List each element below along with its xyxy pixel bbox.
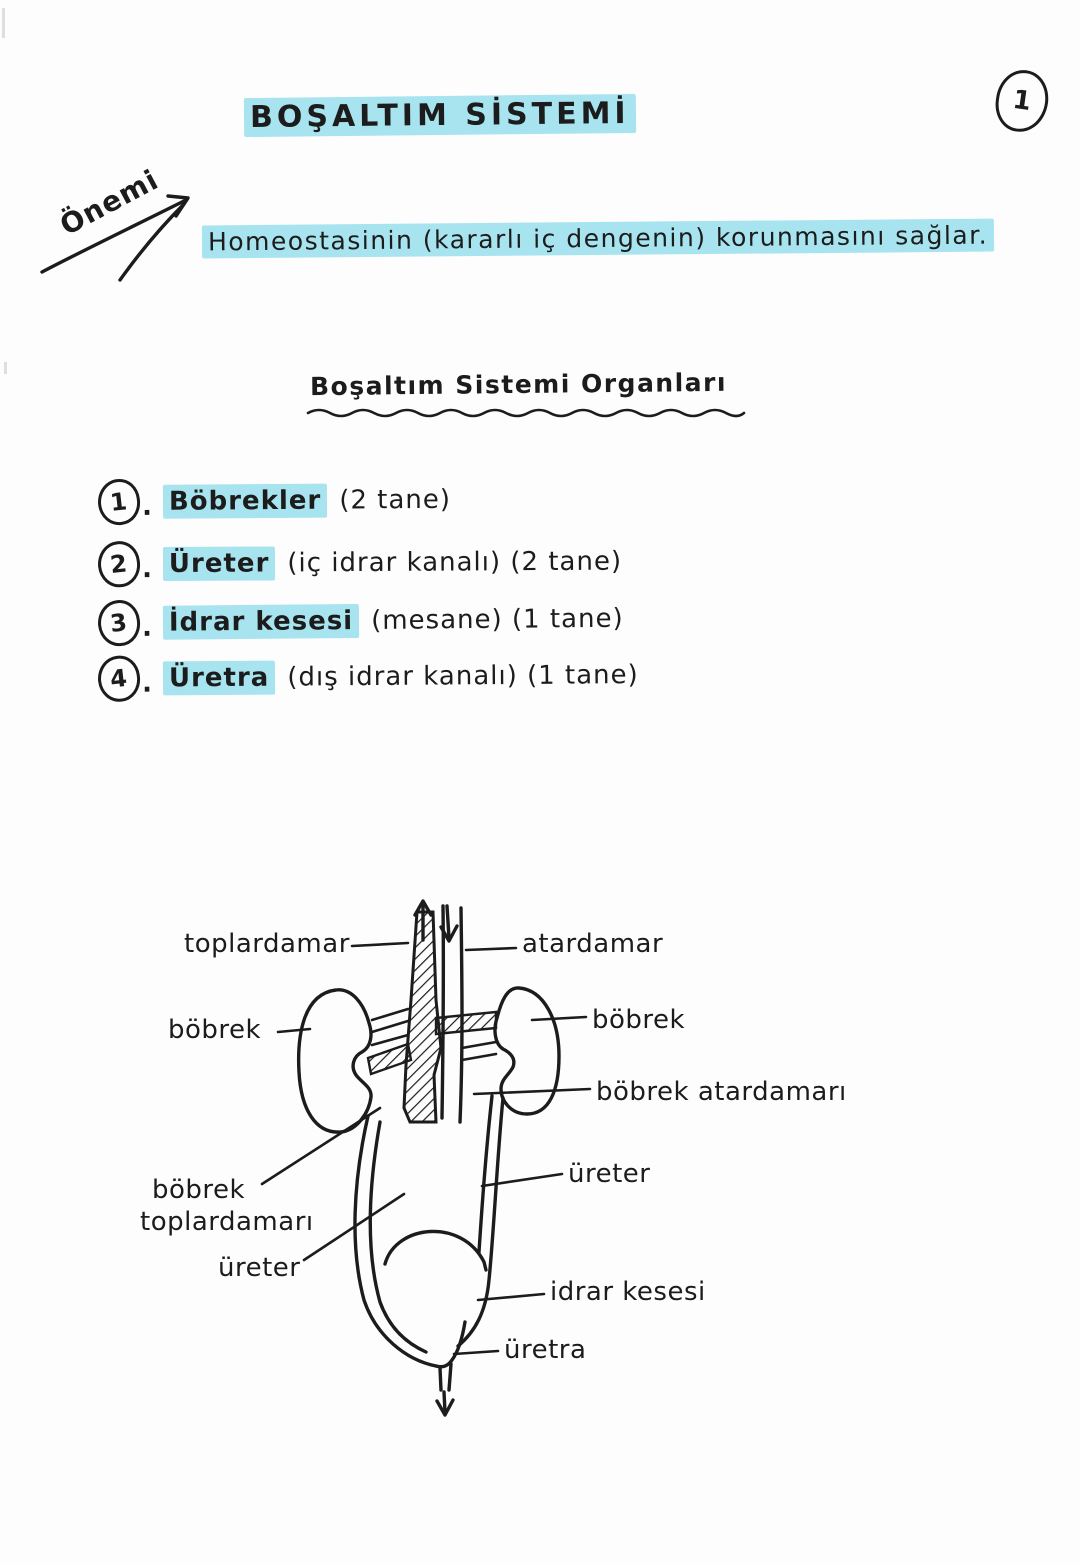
importance-sentence-text: Homeostasinin (kararlı iç dengenin) koru…: [201, 218, 995, 259]
item-dot: .: [141, 612, 154, 643]
item-number-circle: 1: [95, 476, 143, 528]
bladder: [383, 1229, 488, 1369]
left-ureter: [353, 1114, 438, 1368]
label-bobrek-toplardamari-line1: böbrek: [152, 1175, 245, 1205]
importance-sentence: Homeostasinin (kararlı iç dengenin) koru…: [201, 218, 995, 259]
urine-flow-arrow-icon: [435, 1390, 455, 1417]
organ-name: Üreter: [162, 546, 276, 582]
left-kidney: [296, 988, 373, 1134]
left-renal-vessels: [366, 1007, 413, 1076]
label-uretra: üretra: [504, 1335, 586, 1365]
item-number-circle: 2: [95, 539, 143, 590]
item-dot: .: [141, 554, 153, 585]
page-number: 1: [1010, 84, 1034, 118]
right-kidney: [493, 986, 561, 1116]
scan-artifact: [2, 8, 5, 38]
up-right-arrow-icon: [40, 194, 190, 282]
organ-detail: (2 tane): [339, 484, 452, 516]
organ-detail: (mesane) (1 tane): [371, 603, 624, 636]
item-dot: .: [141, 668, 154, 699]
label-bobrek-left: böbrek: [168, 1015, 261, 1045]
item-dot: .: [141, 491, 154, 522]
label-ureter-left: üreter: [218, 1253, 300, 1283]
organ-detail: (dış idrar kanalı) (1 tane): [287, 660, 639, 693]
wavy-underline: [306, 408, 746, 418]
label-ureter-right: üreter: [568, 1159, 650, 1189]
label-toplardamar: toplardamar: [184, 929, 350, 959]
excretory-system-diagram: toplardamar atardamar böbrek böbrek böbr…: [140, 899, 847, 1417]
organ-list-item-1: 1 . Böbrekler (2 tane): [95, 476, 452, 528]
organ-name: Böbrekler: [162, 483, 328, 519]
organ-list-item-4: 4 . Üretra (dış idrar kanalı) (1 tane): [95, 652, 639, 704]
label-atardamar: atardamar: [522, 929, 663, 959]
organ-name: Üretra: [162, 660, 276, 696]
item-number-circle: 3: [95, 597, 143, 649]
urethra: [438, 1362, 453, 1392]
organ-list-item-2: 2 . Üreter (iç idrar kanalı) (2 tane): [95, 539, 623, 590]
item-number-circle: 4: [95, 653, 143, 704]
label-pointer-lines: [260, 941, 592, 1356]
label-bobrek-atardamari: böbrek atardamarı: [596, 1077, 847, 1107]
right-renal-vessels: [434, 1010, 498, 1062]
section-subtitle: Boşaltım Sistemi Organları: [309, 367, 728, 402]
scan-artifact: [4, 362, 7, 374]
label-bobrek-toplardamari-line2: toplardamarı: [140, 1207, 314, 1237]
organ-detail: (iç idrar kanalı) (2 tane): [287, 546, 623, 579]
organ-name: İdrar kesesi: [162, 604, 360, 640]
label-idrar-kesesi: idrar kesesi: [550, 1277, 706, 1307]
page-number-circle: 1: [991, 66, 1053, 136]
right-ureter: [456, 1094, 505, 1348]
organ-list-item-3: 3 . İdrar kesesi (mesane) (1 tane): [95, 596, 624, 649]
label-bobrek-right: böbrek: [592, 1005, 685, 1035]
page-title-text: BOŞALTIM SİSTEMİ: [243, 93, 636, 138]
page-title: BOŞALTIM SİSTEMİ: [243, 93, 636, 138]
